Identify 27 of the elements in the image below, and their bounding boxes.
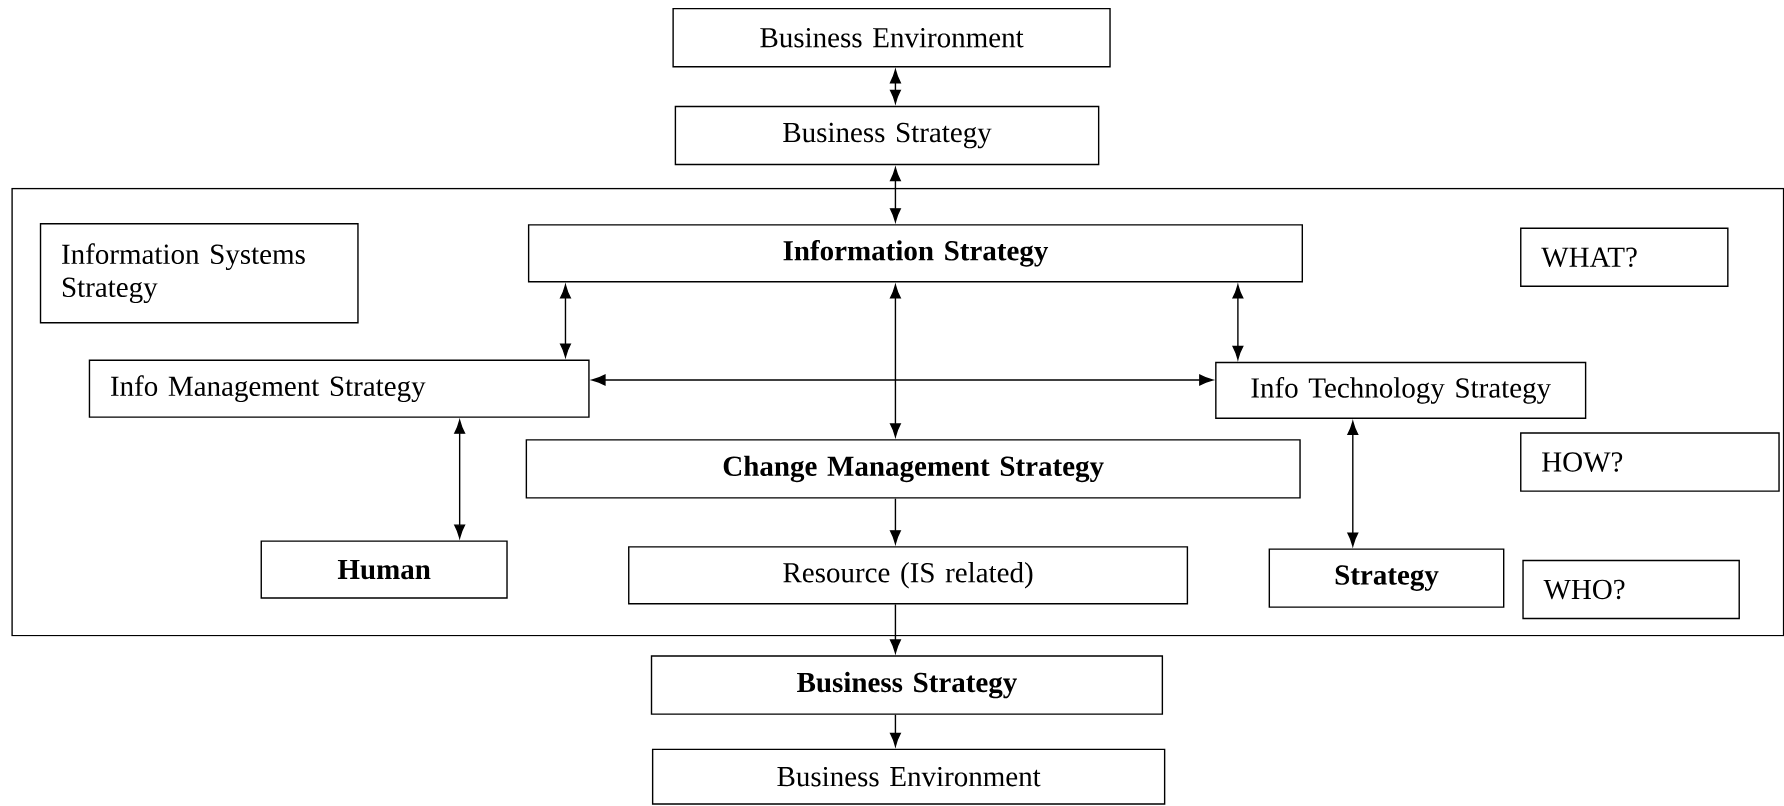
arrow [454, 420, 466, 539]
arrow [889, 69, 901, 104]
arrow [1232, 284, 1244, 360]
label-box: Information Systems Strategy [39, 223, 359, 324]
process-box: Business Strategy [674, 105, 1100, 166]
label-box: WHO? [1522, 559, 1740, 620]
process-box: Business Strategy [650, 655, 1164, 715]
process-box: Change Management Strategy [525, 439, 1301, 499]
arrow [1347, 421, 1359, 547]
process-box: Human [260, 540, 508, 599]
arrow [889, 167, 901, 222]
process-box: Business Environment [672, 7, 1111, 68]
arrow [889, 284, 901, 437]
arrow [560, 284, 571, 358]
label-box: WHAT? [1520, 227, 1729, 287]
process-box: Info Technology Strategy [1215, 361, 1587, 419]
arrow [889, 603, 901, 654]
process-box: Information Strategy [527, 224, 1303, 283]
container-box [11, 187, 1784, 637]
process-box: Business Environment [651, 748, 1166, 805]
label-box: HOW? [1520, 432, 1780, 492]
arrow [889, 497, 901, 544]
arrow [591, 374, 1213, 386]
arrow [889, 714, 901, 747]
process-box: Resource (IS related) [628, 546, 1189, 605]
process-box: Strategy [1268, 548, 1505, 608]
process-box: Info Management Strategy [88, 359, 590, 418]
